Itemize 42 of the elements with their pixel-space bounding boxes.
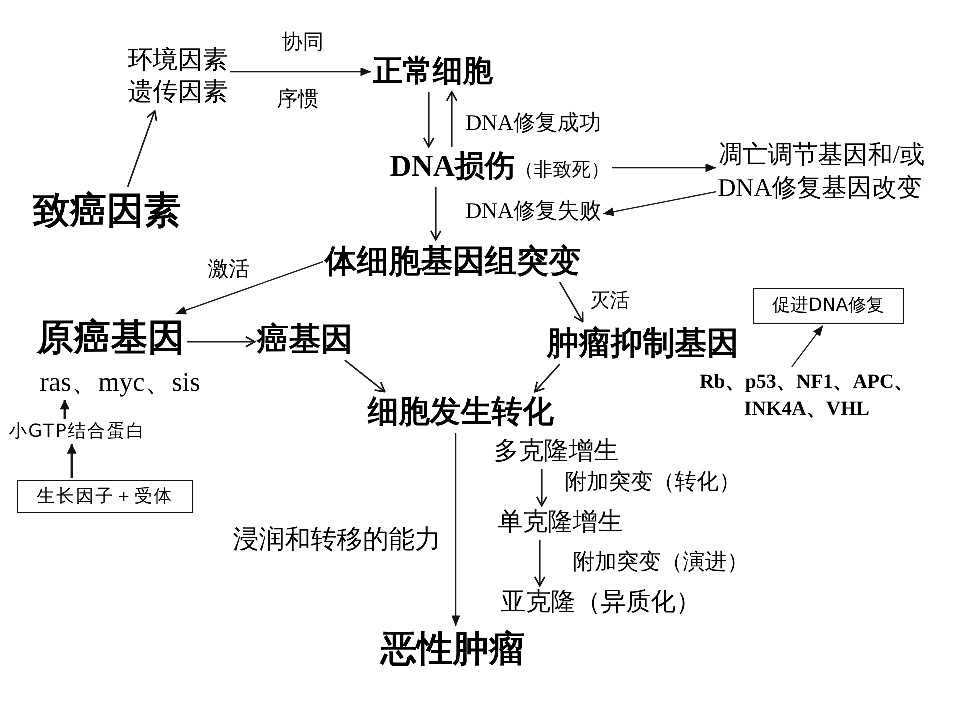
arrow bbox=[176, 261, 324, 315]
gene-list-text: Rb、p53、NF1、APC、INK4A、VHL bbox=[676, 369, 938, 423]
factor-label: 环境因素 bbox=[128, 46, 228, 76]
protein-label: 小GTP结合蛋白 bbox=[9, 421, 146, 443]
arrow bbox=[559, 282, 584, 323]
edge-label: DNA修复成功 bbox=[466, 110, 602, 136]
note-box: 促进DNA修复 bbox=[753, 288, 904, 324]
arrow bbox=[534, 364, 561, 393]
note-box: 生长因子＋受体 bbox=[17, 480, 193, 513]
stage-label: 细胞发生转化 bbox=[368, 394, 554, 432]
arrow bbox=[187, 336, 256, 348]
arrow bbox=[792, 326, 824, 368]
arrow bbox=[344, 360, 386, 393]
arrow bbox=[534, 540, 546, 587]
stage-label: 亚克隆（异质化） bbox=[501, 588, 701, 618]
arrow bbox=[230, 68, 372, 76]
edge-label: 激活 bbox=[208, 257, 250, 282]
stage-label: DNA损伤 bbox=[390, 150, 515, 183]
outcome-label: DNA修复失败 bbox=[466, 198, 602, 224]
stage-label: 正常细胞 bbox=[373, 54, 493, 90]
arrow bbox=[423, 92, 435, 148]
arrow bbox=[452, 433, 460, 626]
gene-class-label: 癌基因 bbox=[257, 320, 353, 358]
stage-label: 致癌因素 bbox=[33, 189, 181, 234]
arrow bbox=[127, 110, 158, 188]
stage-label: 体细胞基因组突变 bbox=[325, 242, 581, 280]
stage-label: 多克隆增生 bbox=[494, 437, 619, 467]
factor-label: 遗传因素 bbox=[128, 78, 228, 108]
gene-class-label: 肿瘤抑制基因 bbox=[547, 324, 739, 362]
gene-list-text: ras、myc、sis bbox=[40, 366, 200, 398]
arrow bbox=[603, 191, 716, 216]
arrow bbox=[430, 187, 442, 241]
arrow bbox=[60, 400, 70, 419]
gene-class-label: 原癌基因 bbox=[37, 316, 185, 360]
arrow bbox=[446, 91, 458, 147]
gene-change-text: 凋亡调节基因和/或DNA修复基因改变 bbox=[718, 140, 950, 205]
stage-label: 恶性肿瘤 bbox=[381, 628, 525, 672]
arrow bbox=[536, 469, 548, 507]
arrow bbox=[612, 164, 716, 172]
stage-label: 单克隆增生 bbox=[498, 508, 623, 538]
note-text: （非致死） bbox=[515, 160, 610, 181]
arrow bbox=[67, 444, 77, 478]
